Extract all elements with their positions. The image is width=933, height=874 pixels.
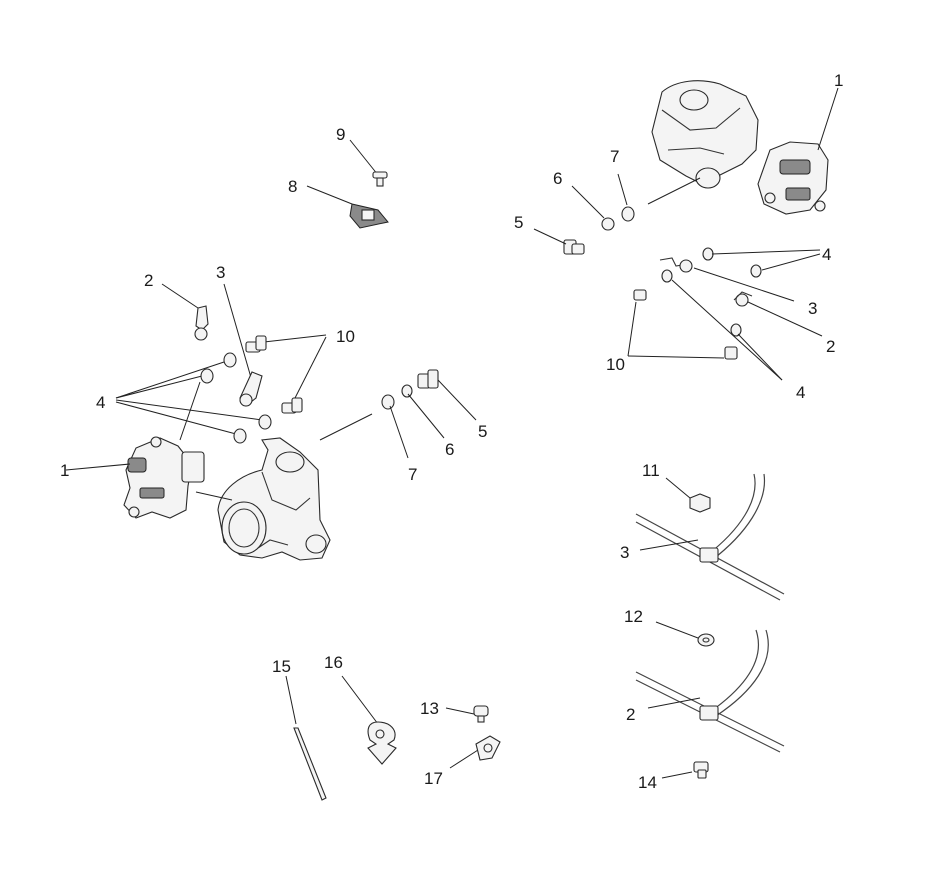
callout-11: 11 xyxy=(642,461,660,480)
left-fitting-3 xyxy=(223,283,263,407)
mid-hardware xyxy=(319,369,477,459)
callout-7-right: 7 xyxy=(610,147,619,166)
right-caliper-housing xyxy=(647,80,759,205)
callout-5-mid: 5 xyxy=(478,422,487,441)
left-fittings-pointer xyxy=(65,463,131,471)
callout-13: 13 xyxy=(420,699,439,718)
callout-16: 16 xyxy=(324,653,343,672)
right-caliper-1 xyxy=(757,87,839,215)
right-fittings xyxy=(627,247,823,381)
callout-7-mid: 7 xyxy=(408,465,417,484)
callout-3-right: 3 xyxy=(808,299,817,318)
brake-line-2 xyxy=(635,621,785,779)
callout-10-right: 10 xyxy=(606,355,625,374)
left-washers-4 xyxy=(115,352,272,444)
callout-14: 14 xyxy=(638,773,657,792)
callout-12: 12 xyxy=(624,607,643,626)
callout-2-right: 2 xyxy=(826,337,835,356)
callout-15: 15 xyxy=(272,657,291,676)
callout-6-right: 6 xyxy=(553,169,562,188)
callout-10-left: 10 xyxy=(336,327,355,346)
callout-4-left: 4 xyxy=(96,393,105,412)
callout-17: 17 xyxy=(424,769,443,788)
left-fitting-2 xyxy=(161,283,209,341)
callout-6-mid: 6 xyxy=(445,440,454,459)
callout-4-right-top: 4 xyxy=(822,245,831,264)
part-17-clamp xyxy=(449,735,501,769)
part-16-arrow-clip xyxy=(341,675,397,765)
callout-3-left: 3 xyxy=(216,263,225,282)
part-9-screw xyxy=(349,139,388,187)
part-8-clip xyxy=(306,185,389,229)
callout-5-right: 5 xyxy=(514,213,523,232)
part-15-rod xyxy=(285,675,327,801)
brake-line-3 xyxy=(635,473,785,601)
left-caliper-housing xyxy=(217,437,331,561)
right-hardware xyxy=(533,173,635,255)
callout-3-line: 3 xyxy=(620,543,629,562)
part-13-pin xyxy=(445,705,489,723)
callout-4-right-bottom: 4 xyxy=(796,383,805,402)
callout-2-left: 2 xyxy=(144,271,153,290)
callout-1-left: 1 xyxy=(60,461,69,480)
left-caliper-1 xyxy=(123,436,233,519)
left-bolts-10 xyxy=(245,334,327,414)
callout-8: 8 xyxy=(288,177,297,196)
callout-2-line: 2 xyxy=(626,705,635,724)
callout-9: 9 xyxy=(336,125,345,144)
callout-1-right: 1 xyxy=(834,71,843,90)
